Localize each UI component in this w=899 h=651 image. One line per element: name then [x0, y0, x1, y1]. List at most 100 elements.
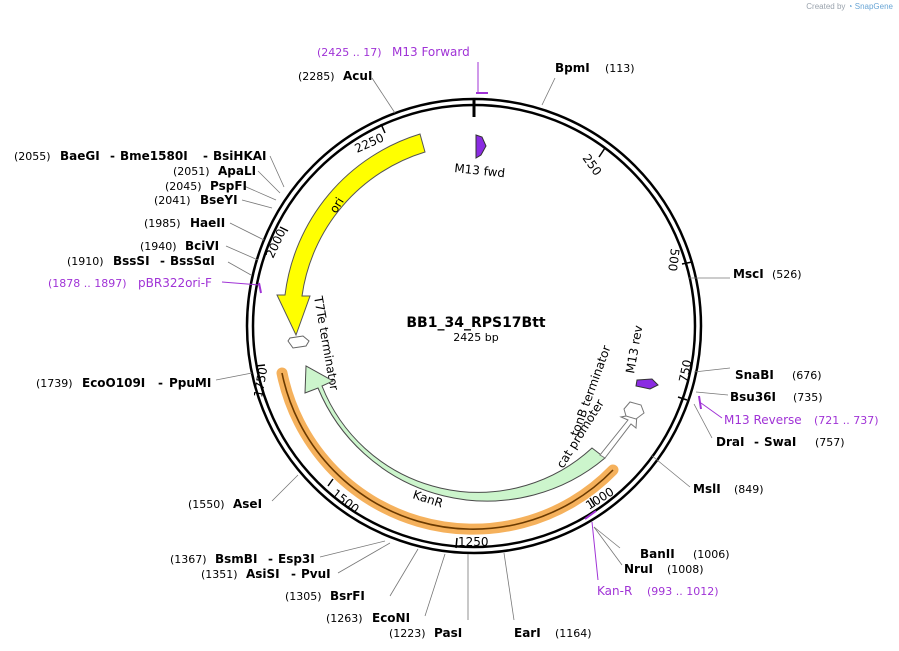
- svg-text:Kan-R: Kan-R: [597, 584, 632, 598]
- svg-text:MslI: MslI: [693, 482, 721, 496]
- tonb-arrow: [623, 401, 645, 420]
- site-bsrfi[interactable]: (1305) BsrFI: [285, 589, 365, 603]
- site-eari[interactable]: EarI (1164): [514, 626, 592, 640]
- svg-text:BciVI: BciVI: [185, 239, 219, 253]
- svg-text:BanII: BanII: [640, 547, 675, 561]
- tick-500: 500: [665, 248, 693, 272]
- svg-text:(735): (735): [793, 391, 823, 404]
- site-pspfi[interactable]: (2045) PspFI: [165, 179, 247, 193]
- site-bsu36i[interactable]: Bsu36I (735): [730, 390, 823, 404]
- cat-promoter-arrow: [599, 413, 638, 459]
- svg-text:SwaI: SwaI: [764, 435, 796, 449]
- m13-fwd-label: M13 fwd: [454, 161, 506, 180]
- site-banii[interactable]: BanII (1006): [640, 547, 730, 561]
- m13-rev-label: M13 rev: [623, 324, 645, 374]
- svg-text:500: 500: [665, 248, 682, 272]
- plasmid-name: BB1_34_RPS17Btt: [406, 315, 546, 331]
- site-pasi[interactable]: (1223) PasI: [389, 626, 462, 640]
- primer-pbr322ori-f[interactable]: (1878 .. 1897) pBR322ori-F: [48, 276, 212, 290]
- svg-text:EcoO109I: EcoO109I: [82, 376, 145, 390]
- site-ecoo109i-ppumi[interactable]: (1739) EcoO109I - PpuMI: [36, 376, 211, 390]
- svg-text:BsrFI: BsrFI: [330, 589, 365, 603]
- kanr-orf-line: [281, 372, 614, 530]
- svg-text:(1223): (1223): [389, 627, 426, 640]
- site-bcivi[interactable]: (1940) BciVI: [140, 239, 219, 253]
- site-bpmi[interactable]: BpmI (113): [555, 61, 635, 75]
- svg-text:BsmBI: BsmBI: [215, 552, 257, 566]
- site-drai-swai[interactable]: DraI - SwaI (757): [716, 435, 845, 449]
- site-msli[interactable]: MslI (849): [693, 482, 764, 496]
- m13-reverse-primer-mark: [698, 395, 702, 410]
- snapgene-credit: Created by ◔ SnapGene: [806, 2, 893, 11]
- tick-250: 250: [580, 147, 606, 178]
- pbr322ori-f-primer-mark: [258, 282, 262, 294]
- feature-m13-fwd[interactable]: M13 fwd: [454, 134, 506, 180]
- svg-text:M13 Forward: M13 Forward: [392, 45, 470, 59]
- site-econi[interactable]: (1263) EcoNI: [326, 611, 410, 625]
- svg-text:(757): (757): [815, 436, 845, 449]
- primer-kan-r[interactable]: Kan-R (993 .. 1012): [597, 584, 719, 598]
- site-baegi-bme1580i-bsihkai[interactable]: (2055) BaeGI - Bme1580I - BsiHKAI: [14, 149, 267, 163]
- svg-text:(2285): (2285): [298, 70, 335, 83]
- svg-text:(1008): (1008): [667, 563, 704, 576]
- svg-text:EcoNI: EcoNI: [372, 611, 410, 625]
- svg-text:(1367): (1367): [170, 553, 207, 566]
- svg-text:NruI: NruI: [624, 562, 653, 576]
- svg-text:(1940): (1940): [140, 240, 177, 253]
- svg-text:M13 Reverse: M13 Reverse: [724, 413, 802, 427]
- site-bsmbi-esp3i[interactable]: (1367) BsmBI - Esp3I: [170, 552, 315, 566]
- svg-text:Esp3I: Esp3I: [278, 552, 315, 566]
- plasmid-length: 2425 bp: [453, 331, 498, 344]
- site-bsssi-bsssai[interactable]: (1910) BssSI - BssSαI: [67, 254, 215, 268]
- svg-text:(2425 .. 17): (2425 .. 17): [317, 46, 382, 59]
- site-asei[interactable]: (1550) AseI: [188, 497, 262, 511]
- site-leader-lines: [215, 77, 731, 621]
- svg-text:(2041): (2041): [154, 194, 191, 207]
- site-msci[interactable]: MscI (526): [733, 267, 802, 281]
- svg-text:ApaLI: ApaLI: [218, 164, 256, 178]
- site-acui[interactable]: (2285) AcuI: [298, 69, 372, 83]
- svg-text:(1878 .. 1897): (1878 .. 1897): [48, 277, 127, 290]
- snapgene-logo-icon: ◔: [847, 2, 853, 11]
- svg-text:(849): (849): [734, 483, 764, 496]
- site-snabi[interactable]: SnaBI (676): [735, 368, 822, 382]
- svg-text:(1739): (1739): [36, 377, 73, 390]
- svg-text:(1006): (1006): [693, 548, 730, 561]
- svg-text:AsiSI: AsiSI: [246, 567, 280, 581]
- tick-750: 750: [676, 358, 695, 401]
- svg-text:DraI: DraI: [716, 435, 744, 449]
- svg-text:AcuI: AcuI: [343, 69, 372, 83]
- svg-text:(1351): (1351): [201, 568, 238, 581]
- svg-text:(2051): (2051): [173, 165, 210, 178]
- site-nrui[interactable]: NruI (1008): [624, 562, 704, 576]
- feature-m13-rev[interactable]: M13 rev: [623, 324, 659, 390]
- kan-r-primer-mark: [584, 510, 597, 520]
- svg-text:BssSI: BssSI: [113, 254, 150, 268]
- backbone-outer-ring: [245, 97, 703, 555]
- svg-text:-: -: [160, 254, 165, 268]
- svg-text:Bme1580I: Bme1580I: [120, 149, 188, 163]
- svg-text:(1164): (1164): [555, 627, 592, 640]
- feature-ori[interactable]: ori: [276, 133, 426, 337]
- site-haeii[interactable]: (1985) HaeII: [144, 216, 225, 230]
- svg-text:-: -: [291, 567, 296, 581]
- tick-1250: 1250: [455, 535, 489, 549]
- svg-text:pBR322ori-F: pBR322ori-F: [138, 276, 212, 290]
- svg-text:-: -: [110, 149, 115, 163]
- svg-text:-: -: [268, 552, 273, 566]
- svg-text:BaeGI: BaeGI: [60, 149, 100, 163]
- primer-m13-forward[interactable]: (2425 .. 17) M13 Forward: [317, 45, 470, 59]
- svg-text:(1910): (1910): [67, 255, 104, 268]
- m13-fwd-arrow: [475, 134, 487, 159]
- t7te-arrow: [287, 335, 310, 349]
- svg-text:BpmI: BpmI: [555, 61, 590, 75]
- site-asisi-pvui[interactable]: (1351) AsiSI - PvuI: [201, 567, 331, 581]
- site-bseyi[interactable]: (2041) BseYI: [154, 193, 238, 207]
- svg-text:(113): (113): [605, 62, 635, 75]
- svg-text:PasI: PasI: [434, 626, 462, 640]
- svg-text:HaeII: HaeII: [190, 216, 225, 230]
- svg-text:1750: 1750: [251, 366, 270, 399]
- site-apali[interactable]: (2051) ApaLI: [173, 164, 256, 178]
- primer-m13-reverse[interactable]: M13 Reverse (721 .. 737): [724, 413, 879, 427]
